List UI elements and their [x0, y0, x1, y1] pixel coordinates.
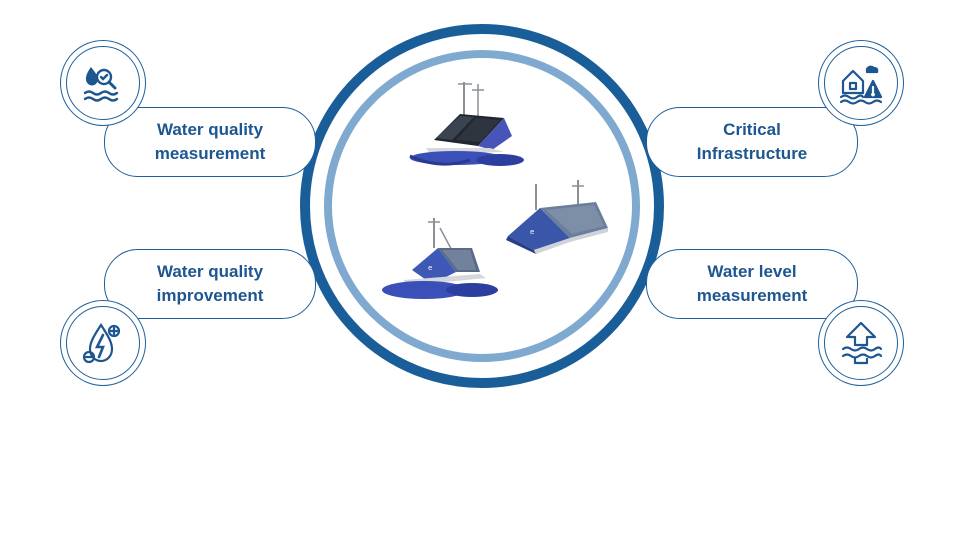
outer-ring [300, 24, 664, 388]
icon-badge-water-quality-measurement [60, 40, 146, 126]
label-water-level-measurement: Water level measurement [646, 249, 858, 319]
svg-text:e: e [530, 228, 534, 236]
solar-catamaran-image-bottom: e [382, 218, 498, 299]
label-line-1: Water level [707, 262, 797, 281]
label-water-quality-measurement: Water quality measurement [104, 107, 316, 177]
critical-infrastructure-icon [824, 46, 898, 120]
label-line-2: measurement [696, 286, 808, 305]
label-line-1: Critical [723, 120, 781, 139]
icon-badge-water-level-measurement [818, 300, 904, 386]
label-line-2: Infrastructure [696, 144, 808, 163]
icon-badge-water-quality-improvement [60, 300, 146, 386]
water-quality-measurement-icon [66, 46, 140, 120]
solar-catamaran-image-top [409, 82, 524, 166]
label-line-2: improvement [156, 286, 264, 305]
label-line-1: Water quality [156, 120, 264, 139]
label-line-2: measurement [154, 144, 266, 163]
label-critical-infrastructure: Critical Infrastructure [646, 107, 858, 177]
solar-pontoon-image-right: e [506, 180, 608, 254]
label-line-1: Water quality [156, 262, 264, 281]
label-water-quality-improvement: Water quality improvement [104, 249, 316, 319]
water-level-measurement-icon [824, 306, 898, 380]
svg-text:e: e [428, 264, 432, 272]
water-quality-improvement-icon [66, 306, 140, 380]
icon-badge-critical-infrastructure [818, 40, 904, 126]
